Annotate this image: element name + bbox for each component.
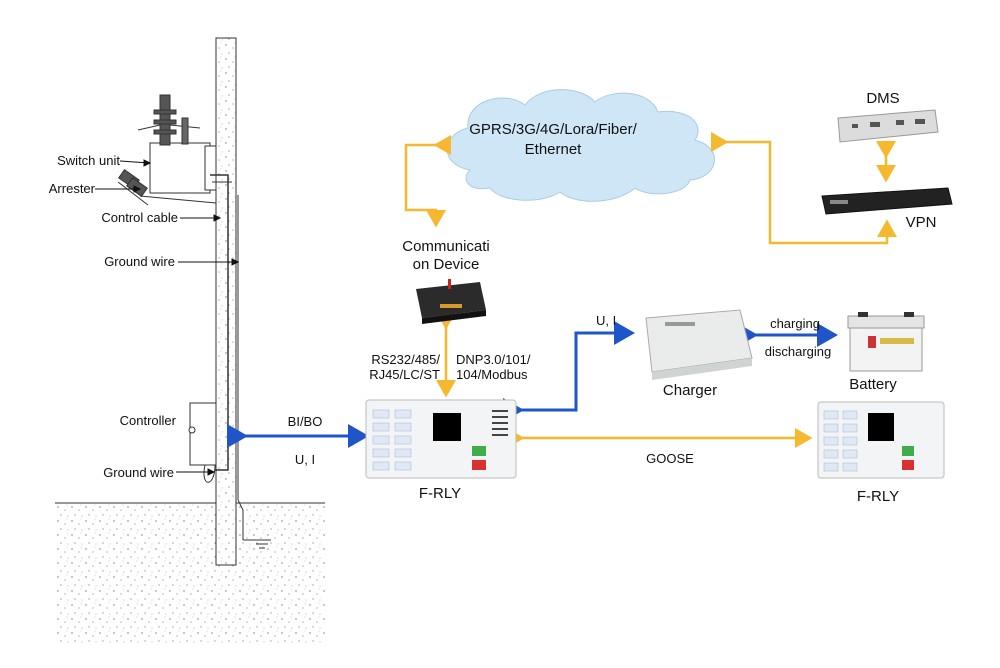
bibo-label: BI/BO <box>287 414 323 429</box>
dnp-label: DNP3.0/101/ 104/Modbus <box>456 352 531 382</box>
cloud-shape <box>446 89 715 202</box>
discharging-label: discharging <box>764 344 832 359</box>
battery-device <box>847 312 925 372</box>
controller-box <box>189 402 217 466</box>
goose-label: GOOSE <box>646 451 694 466</box>
charger-device <box>645 309 753 380</box>
ground-wire-top-label: Ground wire <box>104 254 175 269</box>
vpn-label: VPN <box>905 214 937 231</box>
ui-left-label: U, I <box>294 452 316 467</box>
cloud-label: GPRS/3G/4G/Lora/Fiber/Ethernet <box>469 121 637 158</box>
frly-left-device <box>365 399 517 479</box>
vpn-device <box>821 187 953 215</box>
ui-charger-label: U, I <box>596 313 617 328</box>
controller-label: Controller <box>119 413 176 428</box>
charging-label: charging <box>770 316 820 331</box>
pole <box>215 37 237 566</box>
ground <box>55 503 325 643</box>
battery-label: Battery <box>849 376 897 393</box>
switch-unit-label: Switch unit <box>57 153 120 168</box>
arrester-label: Arrester <box>48 181 95 196</box>
frly-left-label: F-RLY <box>418 485 462 502</box>
frly-right-device <box>817 401 945 479</box>
link-cloud-vpn <box>711 132 897 245</box>
link-cloud-comm <box>404 135 451 228</box>
switch-unit <box>137 94 217 194</box>
earth-symbol <box>243 539 271 549</box>
link-charger <box>503 321 635 422</box>
dms-device <box>837 109 939 143</box>
communication-device <box>416 279 486 324</box>
frly-right-label: F-RLY <box>856 488 900 505</box>
control-cable-label: Control cable <box>101 210 178 225</box>
rs232-label: RS232/485/ RJ45/LC/ST <box>369 352 440 382</box>
control-cable <box>210 174 229 471</box>
ground-wire-bottom-label: Ground wire <box>103 465 174 480</box>
communication-device-label: Communication Device <box>402 238 490 273</box>
charger-label: Charger <box>662 382 718 399</box>
dms-label: DMS <box>866 90 900 107</box>
pole-leader-lines <box>95 159 240 476</box>
